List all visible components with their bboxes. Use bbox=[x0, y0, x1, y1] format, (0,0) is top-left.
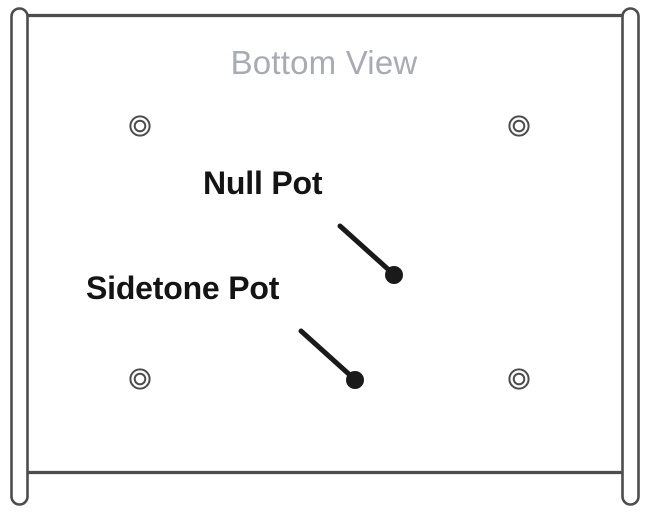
mounting-hole-bottom-left bbox=[129, 368, 151, 390]
right-side-rail bbox=[621, 7, 640, 506]
sidetone-pot-marker-dot bbox=[346, 371, 364, 389]
null-pot-callout-leader bbox=[337, 223, 403, 284]
sidetone-pot-callout-leader bbox=[298, 328, 364, 389]
left-side-rail bbox=[10, 7, 29, 506]
callout-label-null-pot: Null Pot bbox=[203, 165, 323, 201]
sidetone-pot-leader-line bbox=[298, 328, 354, 379]
null-pot-leader-line bbox=[337, 223, 393, 274]
mounting-hole-top-right bbox=[508, 115, 530, 137]
null-pot-marker-dot bbox=[385, 266, 403, 284]
mounting-hole-bottom-right bbox=[508, 368, 530, 390]
mounting-hole-top-left bbox=[129, 115, 151, 137]
view-title: Bottom View bbox=[230, 44, 418, 81]
callout-label-sidetone-pot: Sidetone Pot bbox=[86, 270, 280, 306]
